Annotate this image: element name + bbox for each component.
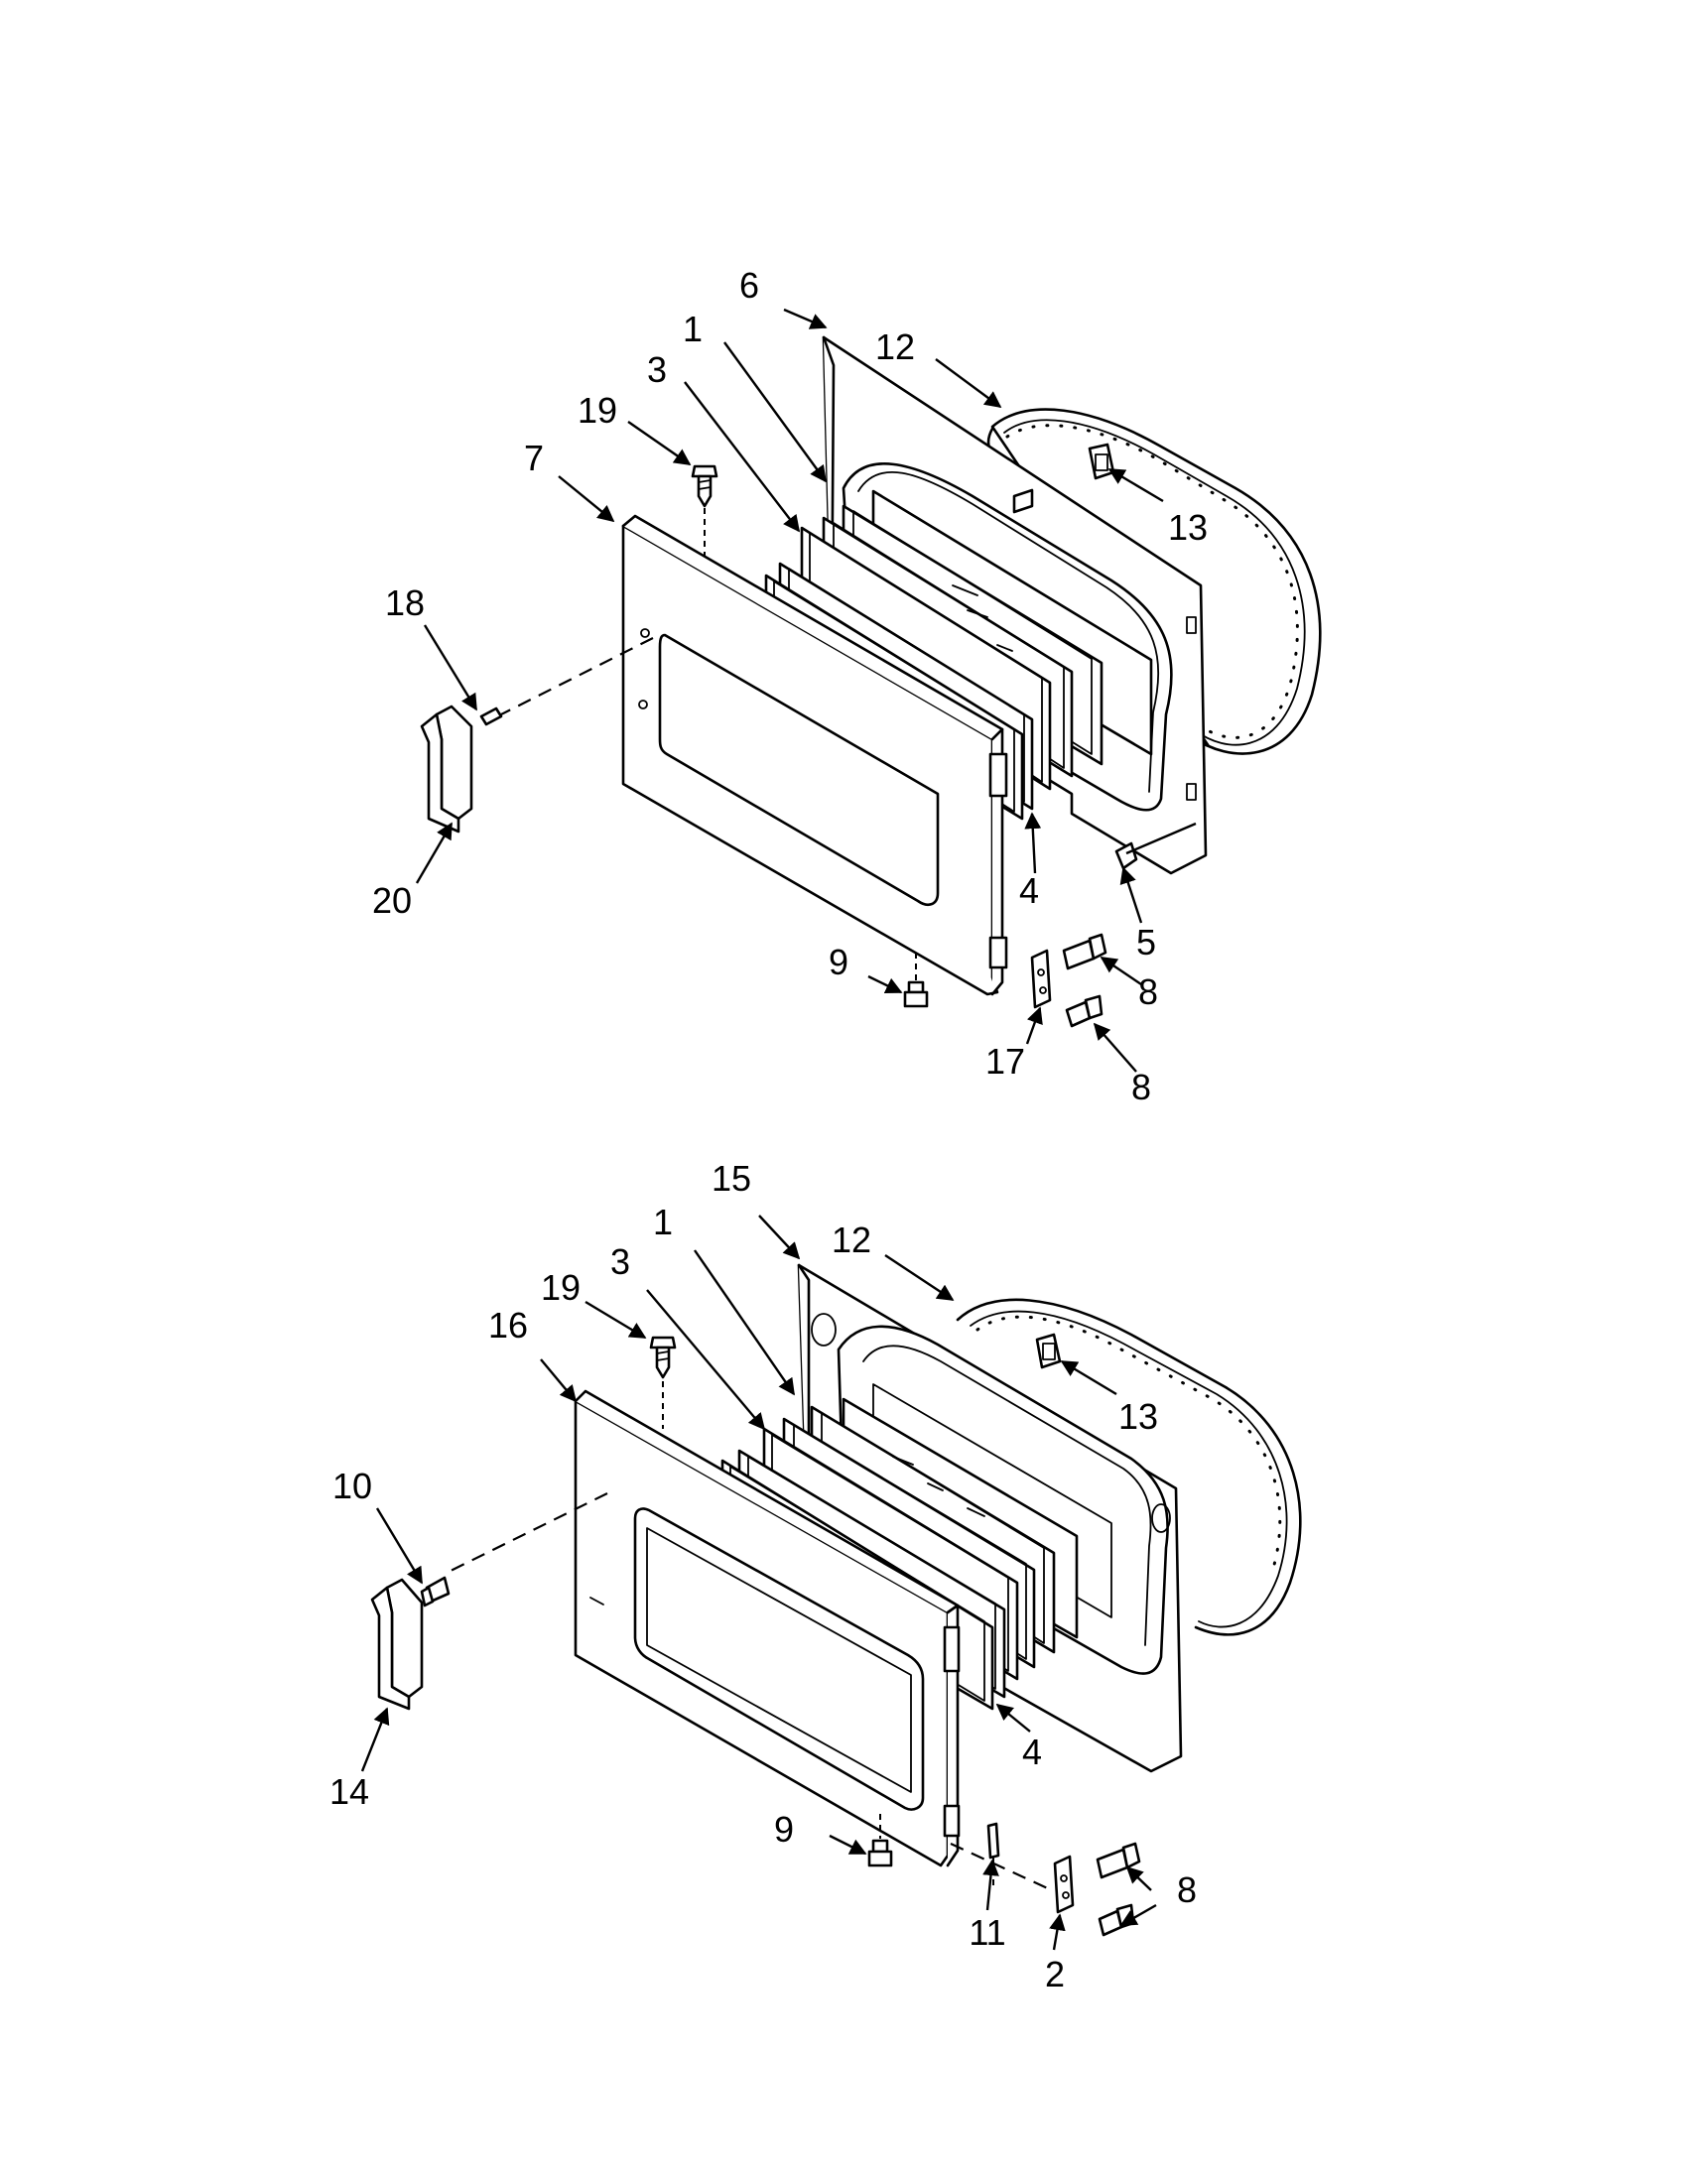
outer-door-panel-upper xyxy=(621,514,1008,996)
callout-4: 4 xyxy=(1022,1732,1042,1772)
callout-8a: 8 xyxy=(1138,971,1158,1012)
callout-9: 9 xyxy=(774,1809,794,1850)
callout-1: 1 xyxy=(653,1202,673,1242)
hinge-bracket-upper xyxy=(1030,949,1052,1009)
callout-5: 5 xyxy=(1136,922,1156,963)
callout-17: 17 xyxy=(985,1041,1025,1082)
callout-3: 3 xyxy=(647,349,667,390)
hinge-receptacle-upper xyxy=(1114,822,1197,870)
callout-19: 19 xyxy=(541,1267,581,1308)
screw-19-lower xyxy=(649,1336,677,1429)
screw-9-upper xyxy=(903,953,929,1008)
callout-10: 10 xyxy=(332,1466,372,1506)
door-gasket-lower xyxy=(956,1298,1302,1636)
upper-door-assembly xyxy=(420,335,1322,1028)
handle-and-spacer-upper xyxy=(420,637,654,834)
callout-9: 9 xyxy=(829,942,848,982)
callout-7: 7 xyxy=(524,438,544,478)
handle-and-screw-lower xyxy=(370,1492,608,1711)
callout-13: 13 xyxy=(1168,507,1208,548)
screw-9-lower xyxy=(867,1814,893,1867)
callout-20: 20 xyxy=(372,880,412,921)
screw-19-upper xyxy=(691,464,718,556)
hinge-pin-lower xyxy=(950,1822,1053,1891)
callout-leaders xyxy=(360,308,1164,1951)
callout-6: 6 xyxy=(739,265,759,306)
hinge-bracket-lower xyxy=(1053,1855,1075,1914)
callout-14: 14 xyxy=(329,1771,369,1812)
hinge-screws-upper xyxy=(1062,933,1107,1028)
callout-4: 4 xyxy=(1019,870,1039,911)
gasket-clip-lower xyxy=(1035,1333,1062,1369)
upper-callout-numbers: 6 12 1 3 19 7 13 18 20 4 5 9 8 8 17 xyxy=(372,265,1208,1107)
callout-3: 3 xyxy=(610,1241,630,1282)
callout-8b: 8 xyxy=(1131,1067,1151,1107)
callout-8a: 8 xyxy=(1177,1869,1197,1910)
callout-12: 12 xyxy=(875,326,915,367)
callout-12: 12 xyxy=(832,1220,871,1260)
callout-1: 1 xyxy=(683,309,703,349)
lower-door-assembly xyxy=(370,1263,1302,1937)
callout-11: 11 xyxy=(969,1912,1005,1953)
callout-16: 16 xyxy=(488,1305,528,1346)
outer-door-panel-lower xyxy=(574,1389,961,1867)
callout-2: 2 xyxy=(1045,1954,1065,1994)
callout-13: 13 xyxy=(1118,1396,1158,1437)
callout-19: 19 xyxy=(578,390,617,431)
callout-18: 18 xyxy=(385,582,425,623)
lower-callout-numbers: 15 12 1 3 19 16 13 10 14 4 9 8 8 11 2 xyxy=(329,1158,1197,1994)
callout-15: 15 xyxy=(712,1158,751,1199)
hinge-screws-lower xyxy=(1096,1842,1141,1937)
